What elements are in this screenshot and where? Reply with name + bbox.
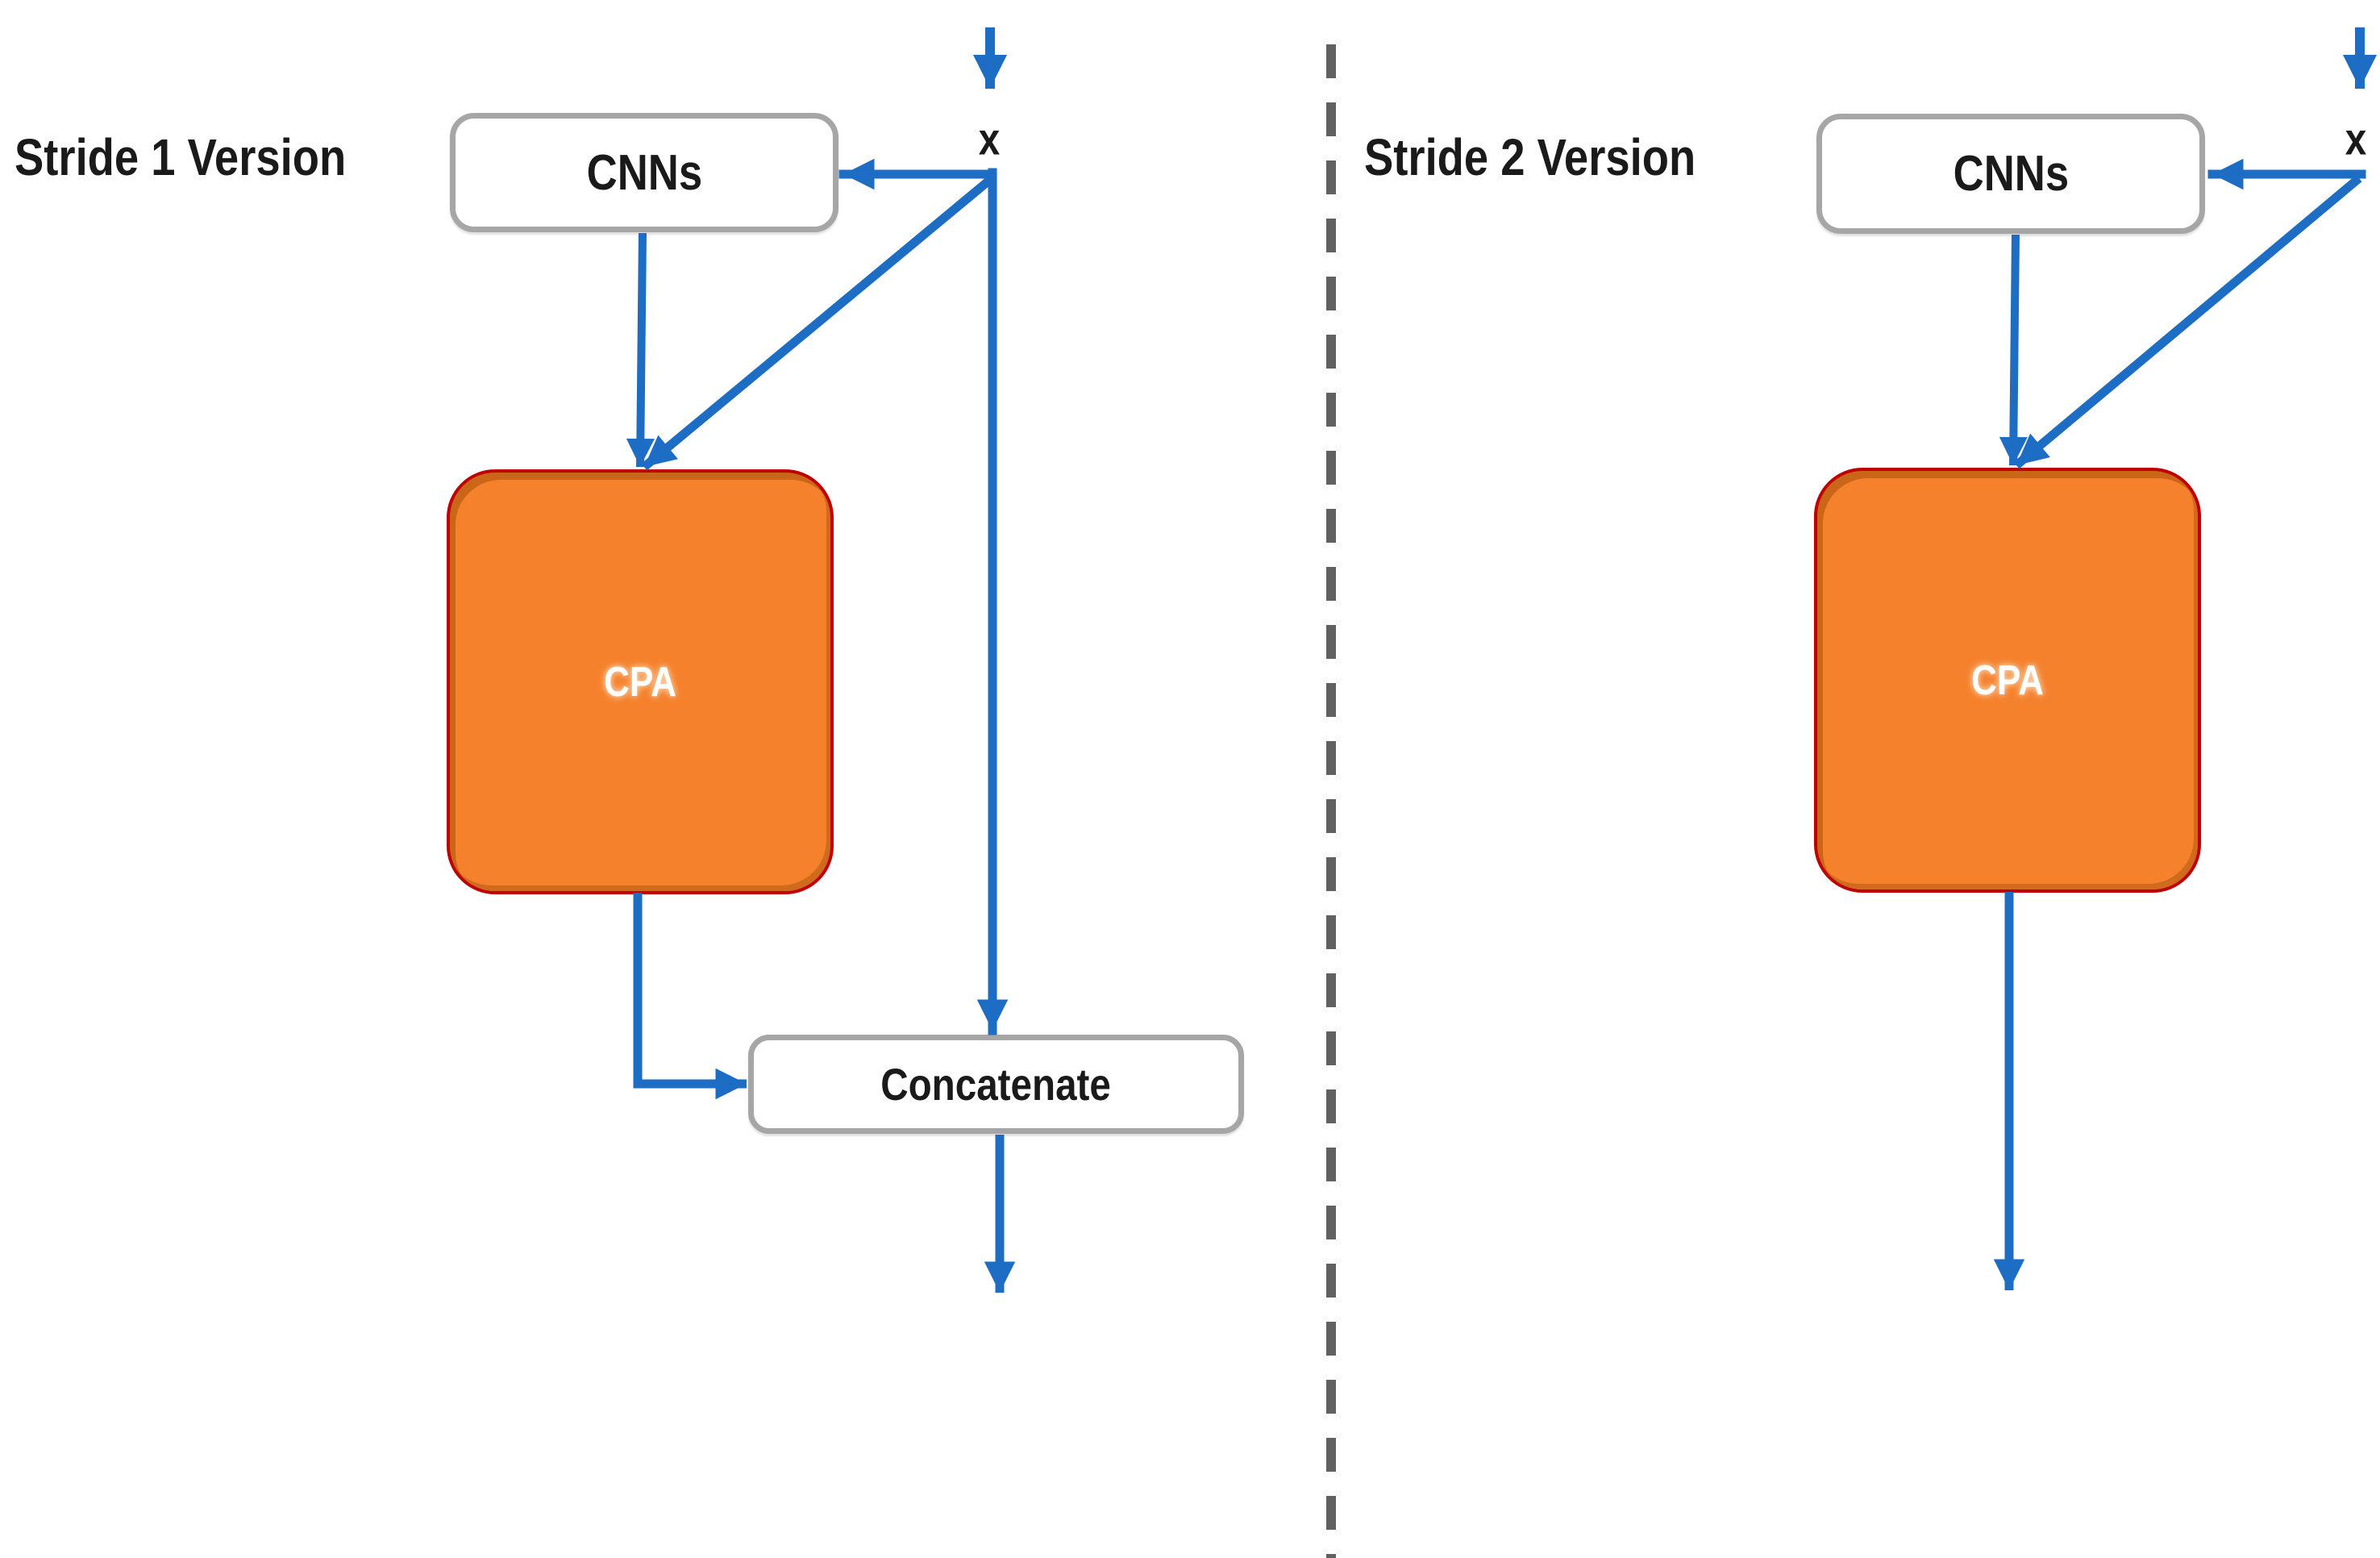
stride1-concatenate-label: Concatenate [880,1059,1112,1110]
stride2-cpa-label: CPA [1970,656,2045,704]
stride2-title: Stride 2 Version [1364,128,1696,186]
stride1-cpa-node: CPA [447,469,834,894]
stride1-concatenate-node: Concatenate [748,1035,1244,1134]
stride1-title: Stride 1 Version [15,128,347,186]
stride1-cpa-to-concatenate-elbow-arrow [633,893,747,1100]
stride2-input-x-label: x [2345,113,2367,165]
stride2-cnns-to-cpa-arrow [1999,234,2028,466]
stride2-cpa-node: CPA [1814,468,2201,893]
stride1-input-x-label: x [978,113,1001,165]
stride2-cnns-label: CNNs [1953,146,2069,202]
stride1-cnns-node: CNNs [450,113,838,232]
stride1-cpa-label: CPA [603,658,677,706]
stride2-cnns-node: CNNs [1816,114,2205,234]
stride1-cnns-to-cpa-arrow [626,232,655,468]
stride1-cnns-label: CNNs [586,144,702,201]
